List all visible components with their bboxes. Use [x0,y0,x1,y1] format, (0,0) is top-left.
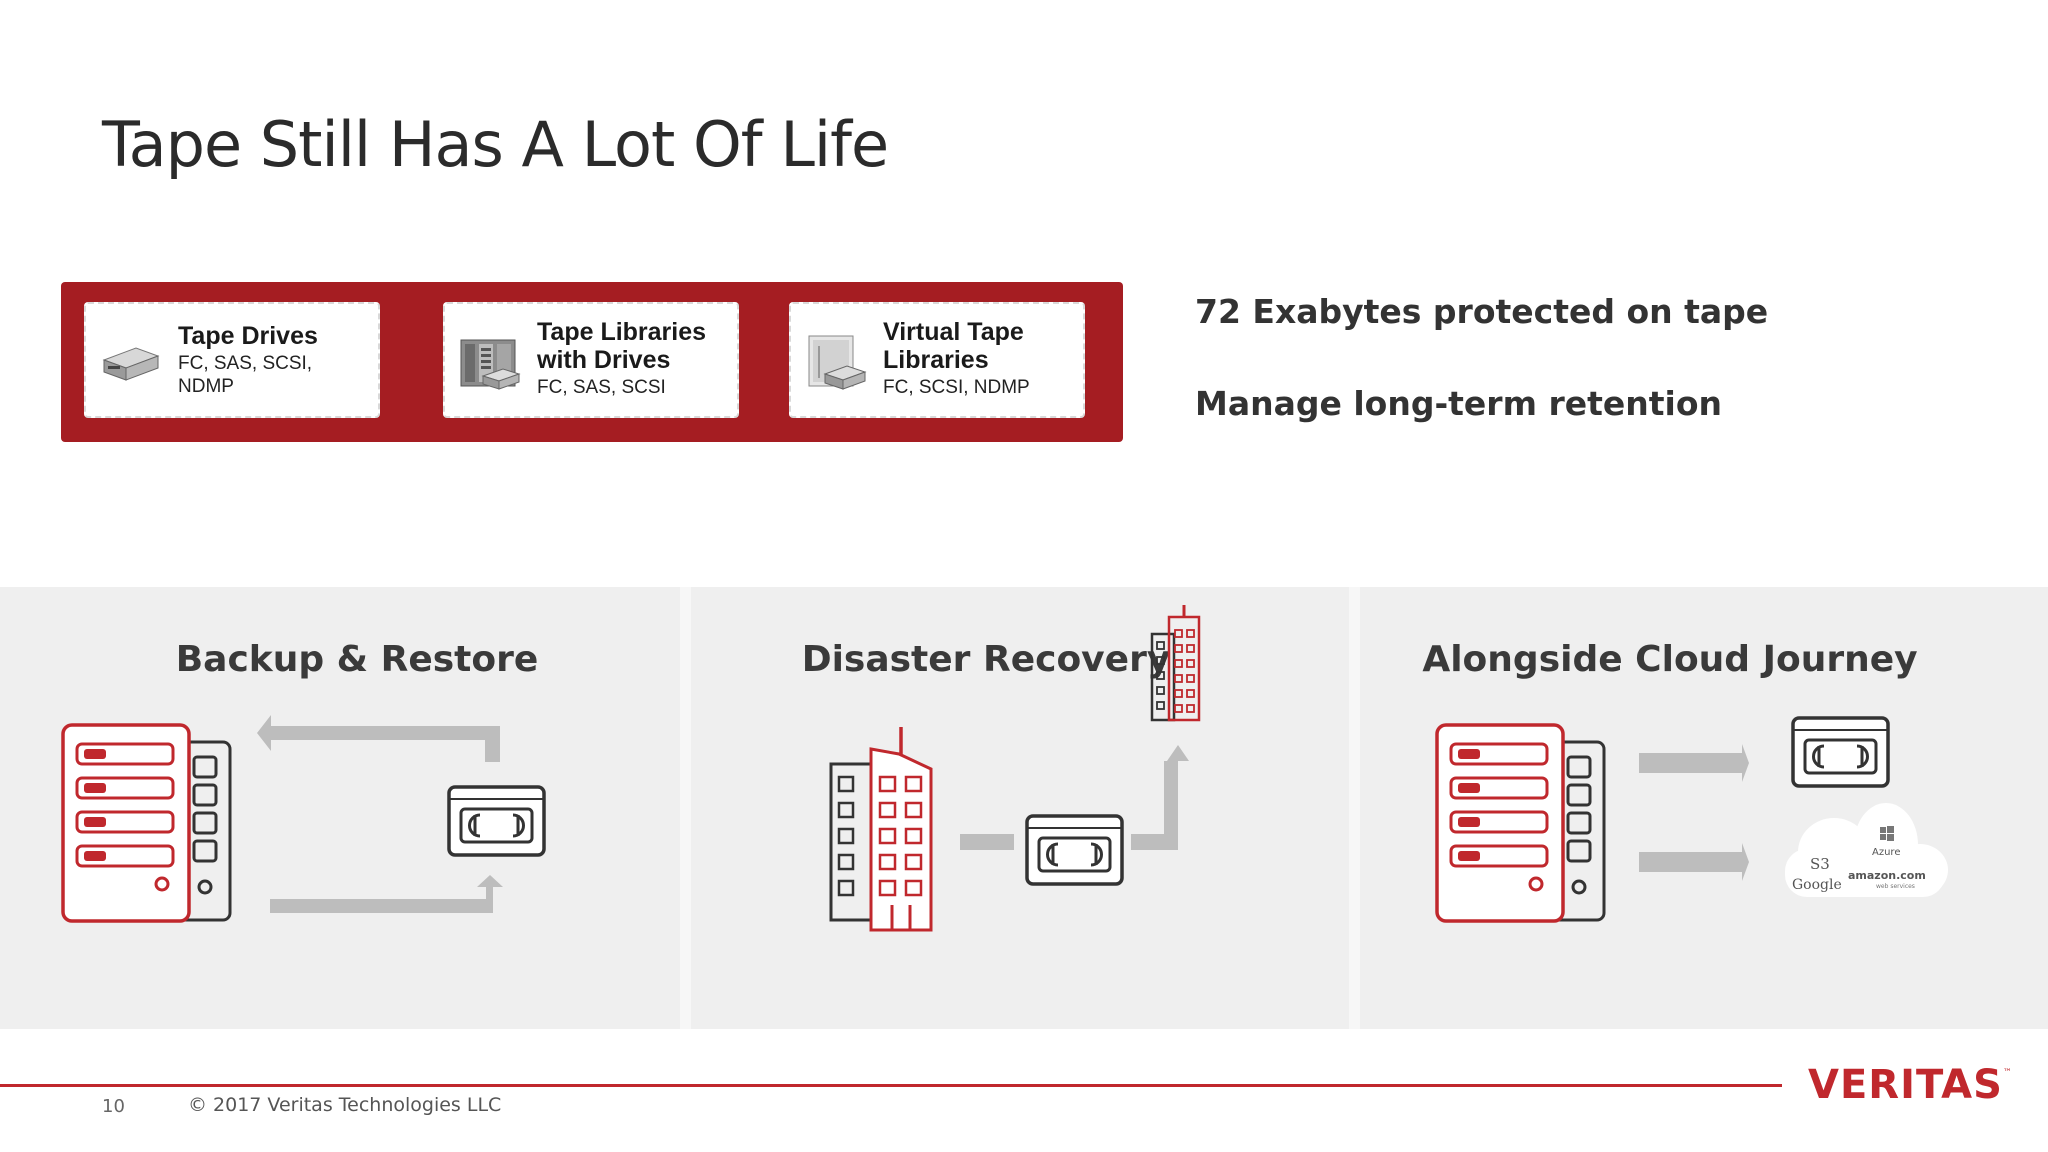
panel-backup-restore: Backup & Restore [0,587,680,1029]
card-subtitle: FC, SAS, SCSI [537,377,666,398]
copyright-text: © 2017 Veritas Technologies LLC [188,1094,502,1116]
footer-divider [0,1084,1782,1087]
tape-drive-icon [102,347,160,381]
card-title: Tape Libraries [537,318,707,346]
card-subtitle: FC, SCSI, NDMP [883,377,1030,398]
arrow-right-icon [1639,744,1749,782]
panel-title: Alongside Cloud Journey [1422,639,1918,680]
cloud-label-amazon: amazon.com [1848,869,1926,882]
building-icon [829,727,933,932]
tape-drives-card: Tape Drives FC, SAS, SCSI, NDMP [84,302,380,418]
cloud-label-aws: web services [1876,883,1915,890]
veritas-logo: VERITAS™ [1808,1062,2013,1108]
arrow-up-icon [1131,745,1189,850]
card-subtitle: NDMP [178,376,234,397]
stat-exabytes: 72 Exabytes protected on tape [1195,292,1769,331]
arrow-left-icon [257,715,500,762]
panel-title: Backup & Restore [175,639,539,680]
card-title: Tape Drives [178,322,318,350]
cloud-label-google: Google [1792,877,1842,893]
tape-products-banner: Tape Drives FC, SAS, SCSI, NDMP Tape Lib… [61,282,1123,442]
card-title-line2: Libraries [883,346,989,374]
panel-cloud-journey: Alongside Cloud Journey [1360,587,2048,1029]
tape-cartridge-icon [447,785,546,857]
server-icon [61,723,232,923]
tape-cartridge-icon [1791,716,1890,788]
tape-cartridge-icon [1025,814,1124,886]
tape-libraries-card: Tape Libraries with Drives FC, SAS, SCSI [443,302,739,418]
tape-library-icon [460,339,521,390]
server-icon [1435,723,1606,923]
logo-trademark: ™ [2002,1068,2013,1078]
page-number: 10 [102,1096,125,1117]
logo-text: VERITAS [1808,1062,2003,1108]
panel-title: Disaster Recovery [801,639,1171,680]
virtual-tape-libraries-card: Virtual Tape Libraries FC, SCSI, NDMP [789,302,1085,418]
cloud-icon: S3 Azure Google amazon.com web services [1785,803,1948,897]
virtual-tape-library-icon [808,335,867,390]
cloud-label-s3: S3 [1810,855,1830,873]
card-subtitle: FC, SAS, SCSI, [178,353,313,374]
panel-disaster-recovery: Disaster Recovery [691,587,1349,1029]
stat-retention: Manage long-term retention [1195,384,1723,423]
arrow-right-icon [1639,843,1749,881]
arrow-right-icon [270,875,503,913]
remote-building-icon [1150,605,1201,722]
connector-bar [960,834,1014,850]
card-title: Virtual Tape [883,318,1024,346]
card-title-line2: with Drives [537,346,671,374]
cloud-label-azure: Azure [1872,847,1900,858]
slide-title: Tape Still Has A Lot Of Life [102,108,889,181]
